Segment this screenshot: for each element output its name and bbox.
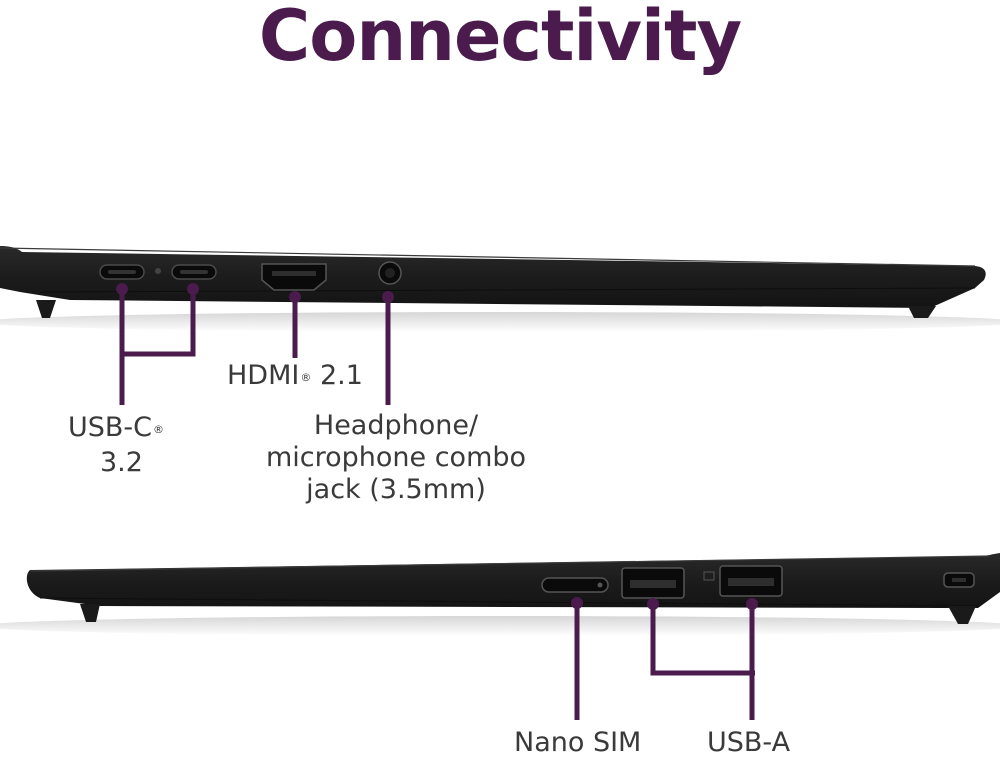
laptop-left-side: [0, 246, 1000, 332]
laptop-foot: [908, 306, 936, 318]
nano-sim-label: Nano SIM: [514, 727, 642, 758]
sim-slot-icon: [541, 577, 609, 593]
laptop-foot: [36, 300, 56, 318]
left-side-callouts: [116, 283, 394, 405]
usb-c-label: USB-C®: [68, 412, 165, 443]
laptop-body: [0, 246, 986, 308]
hdmi-label: HDMI® 2.1: [227, 360, 363, 391]
laptop-body: [26, 553, 1000, 608]
usb-c-callout-branch: [120, 289, 196, 357]
page-title: Connectivity: [258, 0, 742, 77]
hdmi-port-icon: [261, 263, 327, 291]
usb-a-label: USB-A: [707, 727, 791, 758]
laptop-foot: [80, 604, 100, 622]
status-led-icon: [155, 268, 161, 274]
right-side-callouts: [571, 597, 758, 720]
laptop-shadow: [0, 616, 1000, 636]
audio-jack-label-line: Headphone/: [313, 410, 479, 441]
laptop-foot: [948, 606, 976, 624]
usb-symbol-icon: [703, 571, 715, 581]
audio-jack-label-line: microphone combo: [265, 442, 527, 473]
audio-jack-label: Headphone/ microphone combo jack (3.5mm): [254, 410, 538, 506]
usb-c-version: 3.2: [100, 447, 143, 478]
laptop-right-side: [0, 553, 1000, 636]
laptop-shadow: [0, 312, 1000, 332]
audio-jack-label-line: jack (3.5mm): [306, 474, 486, 505]
usb-a-callout-branch: [650, 604, 755, 676]
